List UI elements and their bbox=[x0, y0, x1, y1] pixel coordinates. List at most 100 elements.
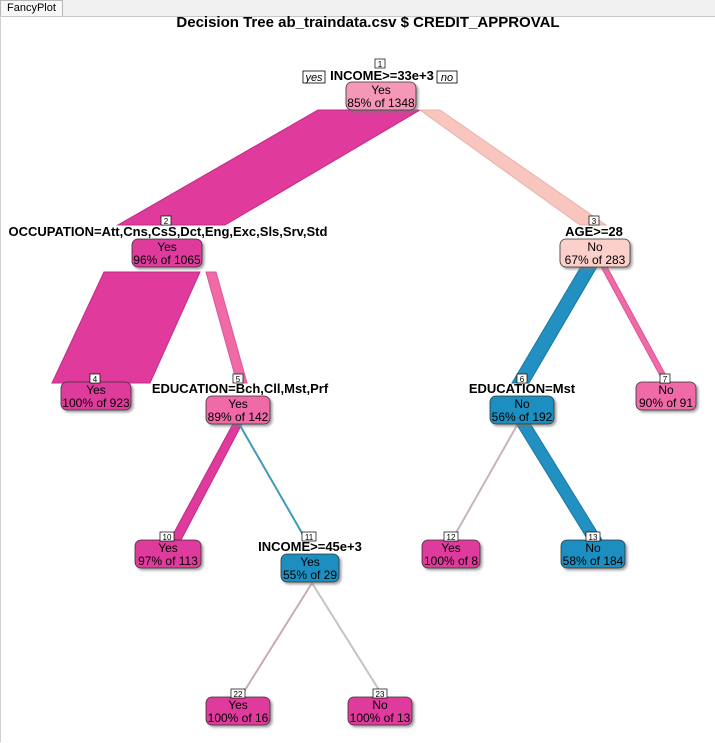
no-label: no bbox=[441, 72, 453, 84]
branch-1-3 bbox=[418, 109, 608, 226]
node-class: Yes bbox=[300, 555, 320, 569]
node-number: 23 bbox=[376, 690, 385, 699]
node-class: Yes bbox=[371, 83, 391, 97]
branch-6-13 bbox=[513, 419, 603, 541]
node-23[interactable]: 23 No 100% of 13 bbox=[347, 688, 413, 726]
split-label-5: EDUCATION=Bch,Cll,Mst,Prf bbox=[152, 381, 329, 396]
node-5[interactable]: 5 Yes 89% of 142 bbox=[205, 373, 271, 425]
node-box bbox=[131, 238, 203, 268]
node-number-box bbox=[232, 373, 244, 384]
branch-3-7 bbox=[599, 264, 671, 384]
node-number-box bbox=[89, 373, 101, 384]
node-stats: 96% of 1065 bbox=[133, 253, 201, 267]
plot-frame bbox=[0, 16, 715, 742]
node-10[interactable]: 10 Yes 97% of 113 bbox=[134, 531, 202, 569]
yes-label: yes bbox=[304, 72, 323, 84]
tab-fancyplot[interactable]: FancyPlot bbox=[0, 0, 63, 16]
node-class: Yes bbox=[158, 541, 178, 555]
node-number: 22 bbox=[234, 690, 243, 699]
branch-5-11 bbox=[237, 421, 307, 541]
node-13[interactable]: 13 No 58% of 184 bbox=[560, 531, 626, 569]
node-number: 12 bbox=[447, 533, 456, 542]
node-number-box bbox=[372, 688, 388, 699]
node-number-box bbox=[588, 215, 600, 226]
tree-nodes: 1 Yes 85% of 1348 2 Yes 96% of 1065 3 No… bbox=[60, 58, 697, 726]
root-edge-labels: yes no bbox=[302, 70, 458, 84]
node-class: No bbox=[372, 698, 388, 712]
node-stats: 100% of 13 bbox=[350, 711, 411, 725]
branch-11-23 bbox=[311, 582, 385, 699]
node-number: 6 bbox=[520, 375, 525, 384]
node-number: 4 bbox=[93, 375, 98, 384]
node-class: Yes bbox=[228, 698, 248, 712]
node-number: 10 bbox=[163, 533, 172, 542]
branch-2-5 bbox=[205, 271, 248, 384]
node-number: 3 bbox=[592, 217, 597, 226]
node-class: No bbox=[587, 240, 603, 254]
split-label-3: AGE>=28 bbox=[565, 224, 623, 239]
window-tabbar: FancyPlot bbox=[0, 0, 715, 17]
node-box bbox=[489, 395, 555, 425]
node-number: 7 bbox=[663, 375, 668, 384]
branch-5-10 bbox=[169, 421, 244, 541]
no-label-box bbox=[436, 70, 458, 84]
node-stats: 100% of 8 bbox=[424, 554, 478, 568]
branch-6-12 bbox=[451, 419, 521, 541]
node-box bbox=[280, 553, 340, 583]
node-stats: 90% of 91 bbox=[639, 396, 693, 410]
node-class: Yes bbox=[441, 541, 461, 555]
node-class: No bbox=[658, 383, 674, 397]
branch-3-6 bbox=[511, 264, 599, 384]
node-box bbox=[345, 81, 417, 111]
split-label-11: INCOME>=45e+3 bbox=[258, 539, 362, 554]
node-22[interactable]: 22 Yes 100% of 16 bbox=[205, 688, 271, 726]
yes-label-box bbox=[302, 70, 326, 84]
node-number-box bbox=[159, 531, 175, 542]
node-1[interactable]: 1 Yes 85% of 1348 bbox=[345, 58, 417, 111]
node-3[interactable]: 3 No 67% of 283 bbox=[559, 215, 631, 268]
node-7[interactable]: 7 No 90% of 91 bbox=[635, 373, 697, 411]
node-stats: 55% of 29 bbox=[283, 568, 337, 582]
node-class: No bbox=[585, 541, 601, 555]
node-stats: 67% of 283 bbox=[565, 253, 626, 267]
node-class: No bbox=[514, 397, 530, 411]
node-box bbox=[205, 395, 271, 425]
node-stats: 85% of 1348 bbox=[347, 96, 415, 110]
split-label-6: EDUCATION=Mst bbox=[469, 381, 576, 396]
node-number: 1 bbox=[378, 60, 383, 69]
node-number-box bbox=[230, 688, 246, 699]
node-4[interactable]: 4 Yes 100% of 923 bbox=[60, 373, 132, 411]
node-12[interactable]: 12 Yes 100% of 8 bbox=[421, 531, 481, 569]
node-class: Yes bbox=[157, 240, 177, 254]
node-box bbox=[559, 238, 631, 268]
node-stats: 58% of 184 bbox=[563, 554, 624, 568]
split-label-1: INCOME>=33e+3 bbox=[330, 68, 434, 83]
node-6[interactable]: 6 No 56% of 192 bbox=[489, 373, 555, 425]
node-stats: 56% of 192 bbox=[492, 410, 553, 424]
node-number-box bbox=[301, 531, 317, 542]
node-stats: 97% of 113 bbox=[138, 554, 198, 568]
split-labels: INCOME>=33e+3 OCCUPATION=Att,Cns,CsS,Dct… bbox=[9, 68, 623, 554]
node-stats: 89% of 142 bbox=[208, 410, 269, 424]
tree-branches bbox=[51, 109, 671, 699]
node-number-box bbox=[585, 531, 601, 542]
branch-11-22 bbox=[239, 582, 313, 699]
diagram-title: Decision Tree ab_traindata.csv $ CREDIT_… bbox=[176, 14, 560, 31]
node-class: Yes bbox=[86, 383, 106, 397]
node-number-box bbox=[374, 58, 386, 69]
node-11[interactable]: 11 Yes 55% of 29 bbox=[280, 531, 340, 583]
node-class: Yes bbox=[228, 397, 248, 411]
node-number-box bbox=[516, 373, 528, 384]
node-number-box bbox=[160, 215, 172, 226]
node-number-box bbox=[659, 373, 671, 384]
branch-2-4 bbox=[51, 271, 201, 384]
node-number: 13 bbox=[589, 533, 598, 542]
split-label-2: OCCUPATION=Att,Cns,CsS,Dct,Eng,Exc,Sls,S… bbox=[9, 224, 328, 239]
node-number-box bbox=[443, 531, 459, 542]
node-number: 2 bbox=[164, 217, 169, 226]
node-2[interactable]: 2 Yes 96% of 1065 bbox=[131, 215, 203, 268]
node-stats: 100% of 923 bbox=[62, 396, 130, 410]
node-number: 5 bbox=[236, 375, 241, 384]
branch-1-2 bbox=[116, 109, 422, 226]
